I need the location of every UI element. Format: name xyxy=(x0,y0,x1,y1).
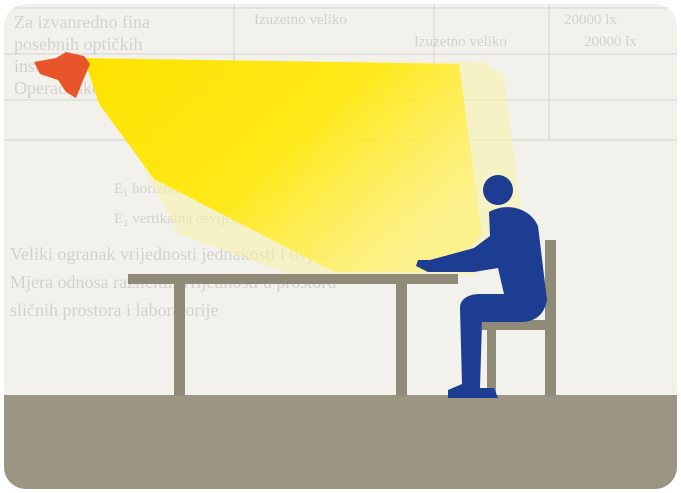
illustration-card: Za izvanredno fina Izuzetno veliko 20000… xyxy=(4,4,677,489)
table-icon xyxy=(128,274,458,396)
floor xyxy=(4,395,677,489)
lighting-scene xyxy=(4,4,677,489)
lamp-icon xyxy=(34,52,90,98)
